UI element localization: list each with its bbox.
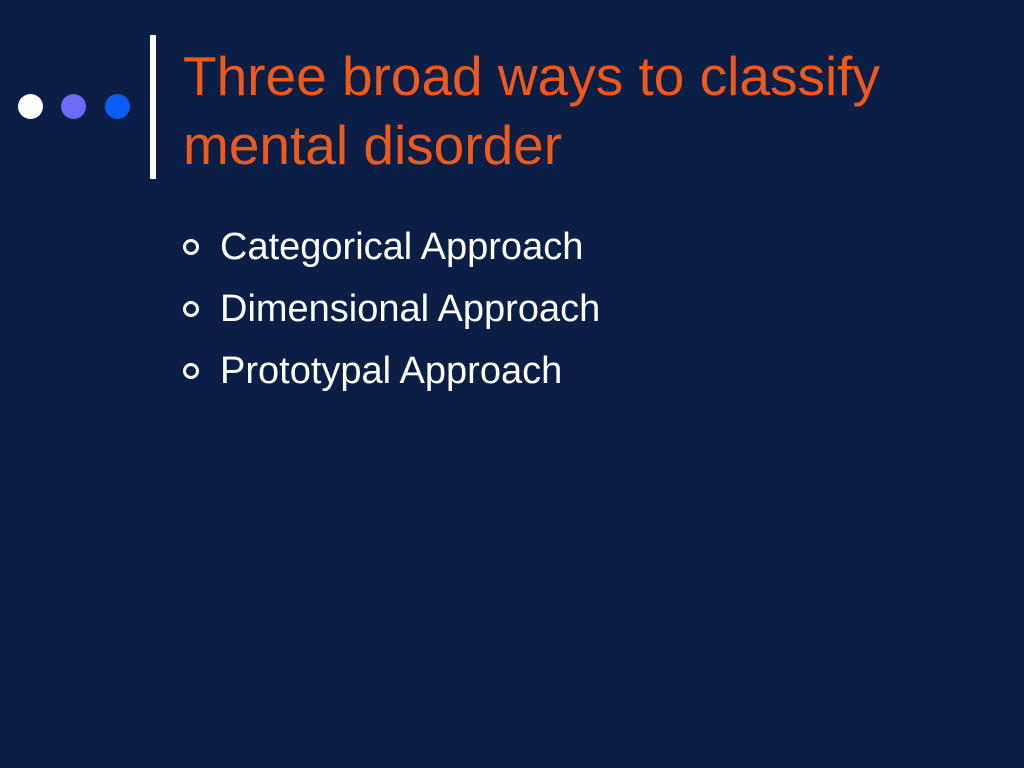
bullet-item-prototypal: Prototypal Approach	[183, 340, 600, 402]
white-circle-icon	[18, 94, 43, 119]
violet-circle-icon	[61, 94, 86, 119]
bullet-text: Prototypal Approach	[220, 350, 563, 392]
slide-title: Three broad ways to classify mental diso…	[183, 45, 880, 176]
bullet-list: Categorical Approach Dimensional Approac…	[183, 216, 600, 402]
decorative-dots	[18, 94, 133, 120]
blue-circle-icon	[105, 94, 130, 119]
bullet-text: Dimensional Approach	[220, 288, 601, 330]
ring-bullet-icon	[183, 301, 199, 317]
bullet-text: Categorical Approach	[220, 226, 584, 268]
bullet-item-categorical: Categorical Approach	[183, 216, 600, 278]
ring-bullet-icon	[183, 363, 199, 379]
ring-bullet-icon	[183, 239, 199, 255]
bullet-item-dimensional: Dimensional Approach	[183, 278, 600, 340]
vertical-divider	[150, 35, 156, 179]
